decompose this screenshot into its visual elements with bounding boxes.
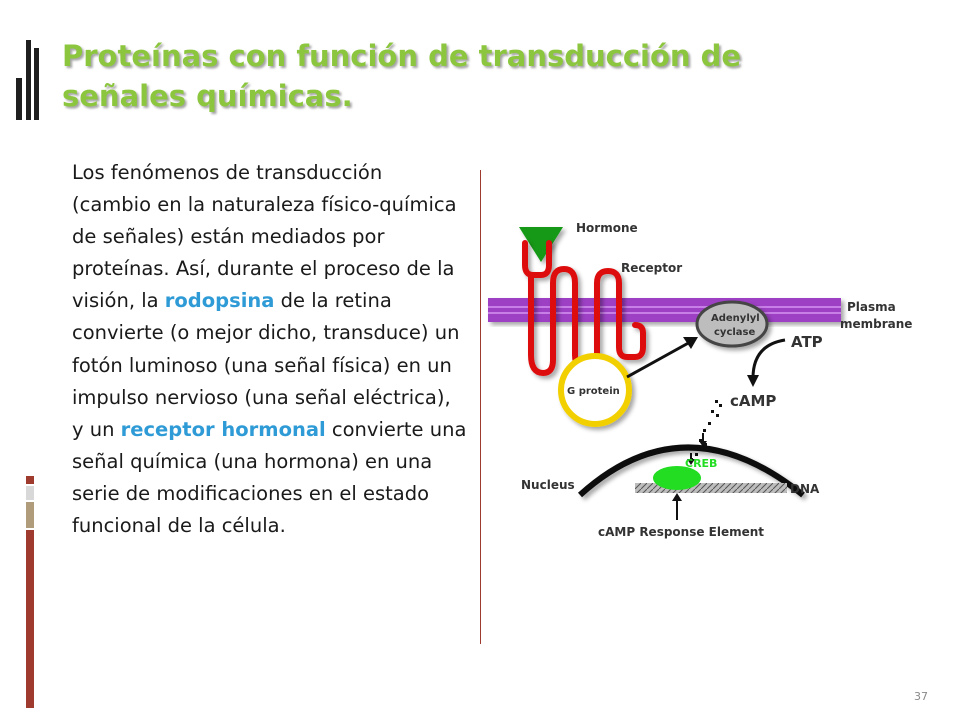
body-text-part: Los fenómenos de transducción (cambio en… (72, 161, 457, 313)
corner-bar (26, 40, 31, 120)
g-protein-icon (558, 353, 632, 427)
creb-label: CREB (685, 457, 717, 470)
highlight-receptor-hormonal: receptor hormonal (120, 417, 326, 441)
plasma-membrane-label: membrane (840, 317, 912, 331)
rule-segment (26, 486, 34, 500)
body-paragraph: Los fenómenos de transducción (cambio en… (72, 157, 467, 542)
receptor-label: Receptor (621, 261, 682, 275)
dna-strand (635, 483, 787, 493)
dna-label: DNA (790, 482, 820, 496)
activation-arrow (626, 339, 693, 379)
vertical-divider (480, 170, 481, 644)
adenylyl-cyclase-icon (695, 300, 769, 348)
highlight-rodopsina: rodopsina (164, 289, 275, 313)
slide-title: Proteínas con función de transducción de… (62, 39, 742, 113)
adenylyl-cyclase-label: Adenylyl (711, 313, 760, 324)
rule-segment (26, 476, 34, 484)
cre-label: cAMP Response Element (598, 525, 764, 539)
corner-bar (16, 78, 22, 120)
nucleus-label: Nucleus (521, 478, 575, 492)
page-number: 37 (914, 690, 928, 703)
corner-bar (34, 48, 39, 120)
body-text-part: de la retina convierte (o mejor dicho, t… (72, 289, 460, 441)
adenylyl-cyclase-label: cyclase (714, 327, 756, 338)
atp-arrow (751, 338, 786, 379)
nucleus-envelope (577, 444, 805, 498)
hormone-label: Hormone (576, 221, 638, 235)
corner-decoration (16, 40, 40, 120)
rule-segment (26, 530, 34, 708)
creb-icon (653, 466, 701, 490)
plasma-membrane (488, 298, 841, 322)
g-protein-label: G protein (567, 386, 620, 397)
atp-label: ATP (791, 333, 823, 351)
body-text-part: convierte una señal química (una hormona… (72, 417, 467, 538)
hormone-icon (519, 227, 563, 262)
camp-label: cAMP (730, 392, 776, 410)
signal-transduction-diagram: Hormone Receptor Plasma membrane Adenyly… (488, 221, 912, 539)
rule-segment (26, 502, 34, 528)
left-accent-rule (26, 476, 34, 708)
plasma-membrane-label: Plasma (847, 300, 896, 314)
